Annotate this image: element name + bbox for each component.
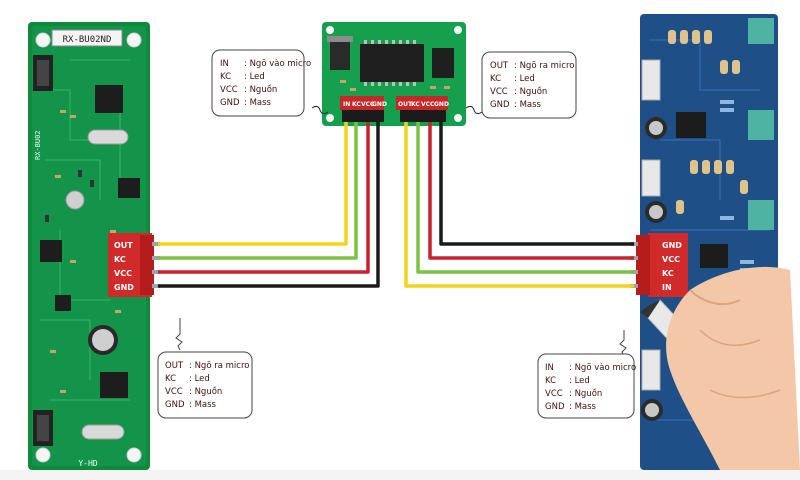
note-cl-desc-3: : Mass — [244, 98, 272, 108]
center-pin-out-kc: KC — [411, 101, 420, 108]
note-l-pin-3: GND — [165, 400, 185, 410]
wire-center-kc-to-right-kc — [416, 122, 634, 274]
center-pin-out-gnd: GND — [434, 101, 449, 108]
left-pin-kc: KC — [114, 255, 126, 264]
center-module: IN KC VCC GND OUT KC VCC GND — [311, 22, 483, 126]
left-module-bottom-text: Y-HD — [78, 459, 97, 468]
center-pin-out: OUT — [398, 101, 413, 108]
left-module-model: RX-BU02ND — [63, 35, 112, 45]
center-pin-in-gnd: GND — [372, 101, 387, 108]
center-pin-in: IN — [343, 101, 350, 108]
note-r-desc-0: : Ngõ vào micro — [569, 363, 636, 373]
note-r-desc-2: : Nguồn — [569, 388, 602, 399]
note-center-right: OUT : Ngõ ra micro KC : Led VCC : Nguồn … — [481, 51, 577, 119]
note-r-pin-3: GND — [545, 402, 565, 412]
note-l-pin-1: KC — [165, 374, 176, 384]
right-pin-labels: GND VCC KC IN — [662, 241, 682, 292]
note-l-desc-1: : Led — [189, 374, 210, 384]
right-pin-header — [648, 233, 688, 297]
right-pin-vcc: VCC — [662, 255, 680, 264]
note-cr-desc-0: : Ngõ ra micro — [514, 61, 574, 71]
note-cr-desc-1: : Led — [514, 74, 535, 84]
center-pin-in-vcc: VCC — [361, 101, 375, 108]
wires — [158, 122, 634, 288]
note-cl-desc-0: : Ngõ vào micro — [244, 59, 311, 69]
note-r-pin-2: VCC — [545, 389, 563, 399]
note-cr-pin-3: GND — [490, 100, 510, 110]
note-cl-pin-3: GND — [220, 98, 240, 108]
note-cl-pin-2: VCC — [220, 85, 238, 95]
note-l-pin-2: VCC — [165, 387, 183, 397]
center-pin-out-vcc: VCC — [421, 101, 435, 108]
note-cr-desc-3: : Mass — [514, 100, 542, 110]
right-pin-kc: KC — [662, 269, 674, 278]
wire-center-gnd-to-right-gnd — [439, 122, 634, 246]
left-pin-out: OUT — [114, 241, 133, 250]
wire-center-vcc-to-right-vcc — [428, 122, 634, 260]
right-pin-in: IN — [662, 283, 672, 292]
note-l-desc-3: : Mass — [189, 400, 217, 410]
wire-left-kc-to-center-kc — [158, 122, 358, 260]
wire-left-vcc-to-center-vcc — [158, 122, 370, 274]
left-pin-gnd: GND — [114, 283, 134, 292]
note-r-pin-0: IN — [545, 363, 554, 373]
wire-left-gnd-to-center-gnd — [158, 122, 380, 288]
right-pin-gnd: GND — [662, 241, 682, 250]
note-l-pin-0: OUT — [165, 361, 184, 371]
note-cl-pin-0: IN — [220, 59, 229, 69]
left-pin-vcc: VCC — [114, 269, 132, 278]
note-cr-desc-2: : Nguồn — [514, 86, 547, 97]
center-out-header — [396, 96, 448, 110]
note-l-desc-2: : Nguồn — [189, 386, 222, 397]
center-pin-in-kc: KC — [352, 101, 361, 108]
hand-with-pen-illustration — [640, 266, 800, 470]
left-main-chip — [95, 85, 123, 113]
note-r-pin-1: KC — [545, 376, 556, 386]
note-r-desc-3: : Mass — [569, 402, 597, 412]
wire-center-out-to-right-in — [404, 122, 634, 288]
wire-left-out-to-center-in — [158, 122, 348, 246]
left-module: RX-BU02ND RX-BU02 Y-HD — [28, 22, 160, 470]
note-right-module: IN : Ngõ vào micro KC : Led VCC : Nguồn … — [537, 330, 636, 419]
center-main-chip — [360, 44, 424, 82]
note-cl-desc-2: : Nguồn — [244, 84, 277, 95]
note-center-left: IN : Ngõ vào micro KC : Led VCC : Nguồn … — [211, 49, 311, 117]
note-cl-pin-1: KC — [220, 72, 231, 82]
note-cr-pin-1: KC — [490, 74, 501, 84]
left-pin-labels: OUT KC VCC GND — [114, 241, 134, 292]
note-cr-pin-0: OUT — [490, 61, 509, 71]
note-r-desc-1: : Led — [569, 376, 590, 386]
note-cr-pin-2: VCC — [490, 87, 508, 97]
note-cl-desc-1: : Led — [244, 72, 265, 82]
left-module-side-text: RX-BU02 — [34, 130, 42, 160]
note-l-desc-0: : Ngõ ra micro — [189, 361, 249, 371]
note-left-module: OUT : Ngõ ra micro KC : Led VCC : Nguồn … — [157, 318, 253, 419]
center-in-header — [340, 96, 384, 110]
